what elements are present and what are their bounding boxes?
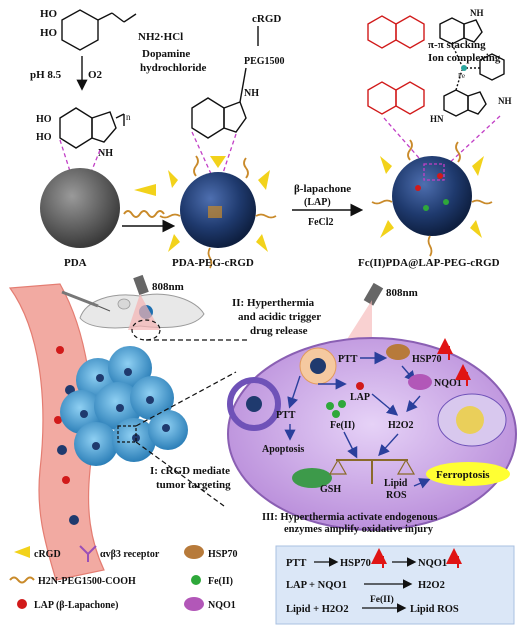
pda-peg-label: PDA-PEG-cRGD (172, 257, 254, 269)
crgd-reagent-icon (134, 184, 156, 196)
stage2-line1: II: Hyperthermia (232, 297, 315, 309)
dopamine-oh-1: HO (40, 8, 58, 20)
legend-fe2-icon (191, 575, 201, 585)
eq1-nqo1: NQO1 (418, 558, 447, 569)
pda-structure: n HO HO NH (36, 107, 131, 199)
lipid-ros-line2: ROS (386, 490, 407, 501)
complex-nh-1: NH (470, 8, 484, 18)
apoptosis-label: Apoptosis (262, 444, 304, 455)
dopamine-molecule: HO HO NH2·HCl Dopamine hydrochloride (40, 8, 207, 74)
eq1-ptt: PTT (286, 558, 306, 569)
tumor-cell (227, 337, 517, 531)
laser-left-label: 808nm (152, 281, 184, 293)
pda-oh-2: HO (36, 132, 52, 143)
nqo1-icon (408, 374, 432, 390)
eq3-left: Lipid + H2O2 (286, 604, 349, 615)
legend-lap: LAP (β-Lapachone) (34, 600, 118, 611)
mitochondria-icon (292, 468, 332, 488)
dopamine-name-1: Dopamine (142, 48, 190, 60)
stage2-line3: drug release (250, 325, 308, 337)
laser-right-label: 808nm (386, 287, 418, 299)
legend-hsp70-icon (184, 545, 204, 559)
nqo1-label: NQO1 (434, 378, 462, 389)
ph-condition: pH 8.5 (30, 69, 62, 81)
laser-device-left-icon (133, 274, 149, 296)
fecl2-reagent: FeCl2 (308, 217, 334, 228)
ptt-label-2: PTT (276, 410, 296, 421)
final-label: Fc(II)PDA@LAP-PEG-cRGD (358, 257, 500, 269)
polymerization-step: pH 8.5 O2 (30, 56, 103, 91)
eq3-catalyst: Fe(II) (370, 594, 394, 605)
lap-abbreviation: (LAP) (304, 197, 331, 208)
legend-crgd-icon (14, 546, 30, 558)
legend-peg-icon (9, 576, 35, 584)
peg-subscript: PEG1500 (244, 56, 285, 67)
stage1-line2: tumor targeting (156, 479, 231, 491)
lap-label: LAP (350, 392, 370, 403)
right-laser: 808nm (344, 282, 418, 348)
syringe-icon (61, 290, 99, 308)
final-particle (371, 139, 493, 257)
pda-peg-structure: PEG1500 cRGD NH (191, 13, 285, 177)
fe-center-icon (461, 65, 467, 71)
eq3-right: Lipid ROS (410, 604, 459, 615)
tumor-cluster (60, 346, 188, 466)
laser-device-right-icon (363, 282, 384, 306)
lap-reagent: β-lapachone (294, 183, 351, 195)
eq2-right: H2O2 (418, 580, 445, 591)
hsp70-icon (386, 344, 410, 360)
dopamine-amine: NH2·HCl (138, 31, 183, 43)
peg-nh: NH (244, 88, 259, 99)
legend-fe2: Fe(II) (208, 576, 233, 587)
pda-n-subscript: n (126, 112, 131, 122)
stage3-line1: III: Hyperthermia activate endogenous (262, 512, 437, 523)
stage3-line2: enzymes amplify oxidative injury (284, 524, 434, 535)
legend: cRGD αvβ3 receptor HSP70 H2N-PEG1500-COO… (9, 545, 237, 611)
ferroptosis-label: Ferroptosis (436, 469, 490, 481)
pda-nh: NH (98, 148, 113, 159)
loading-step: β-lapachone (LAP) FeCl2 (292, 183, 364, 228)
legend-receptor: αvβ3 receptor (100, 549, 160, 560)
hsp70-label: HSP70 (412, 354, 441, 365)
pathway: PTT HSP70 NQO1 LAP Fe(II) H2O2 PTT Apopt… (262, 338, 510, 501)
stage2-line2: and acidic trigger (238, 311, 321, 323)
o2-condition: O2 (88, 69, 103, 81)
legend-receptor-icon (79, 545, 97, 562)
h2o2-label: H2O2 (388, 420, 414, 431)
eq2-left: LAP + NQO1 (286, 580, 347, 591)
eq1-hsp70: HSP70 (340, 558, 371, 569)
stacking-label: π-π stacking (428, 39, 486, 51)
lipid-ros-line1: Lipid (384, 478, 408, 489)
ion-complex-label: Ion complexing (428, 52, 501, 64)
endosome-icon (227, 377, 281, 431)
peg-reagent-icon (123, 210, 165, 218)
complex-fe: Fe (458, 72, 465, 80)
gsh-label: GSH (320, 484, 341, 495)
complex-nh-3: HN (430, 114, 444, 124)
crgd-top-label: cRGD (252, 13, 281, 25)
ferroptosis-badge (426, 462, 510, 486)
pda-core-particle (40, 168, 120, 248)
dopamine-oh-2: HO (40, 27, 58, 39)
fe2-label: Fe(II) (330, 420, 355, 431)
pda-peg-crgd-particle (159, 155, 277, 269)
stage1-line1: I: cRGD mediate (150, 465, 230, 477)
legend-nqo1-icon (184, 597, 204, 611)
complex-nh-2: NH (498, 96, 512, 106)
ptt-label-1: PTT (338, 354, 358, 365)
left-laser: 808nm (128, 274, 184, 330)
legend-nqo1: NQO1 (208, 600, 236, 611)
dna-icon (456, 406, 484, 434)
legend-peg: H2N-PEG1500-COOH (38, 576, 136, 587)
pegylation-step (122, 184, 176, 233)
reaction-box: PTT HSP70 NQO1 LAP + NQO1 H2O2 Lipid + H… (275, 545, 515, 625)
legend-lap-icon (17, 599, 27, 609)
pda-label: PDA (64, 257, 87, 269)
fe-complex-structure: NH NH HN Fe π-π stacking Ion complexing (367, 8, 512, 167)
dopamine-name-2: hydrochloride (140, 62, 207, 74)
legend-hsp70: HSP70 (208, 549, 237, 560)
legend-crgd: cRGD (34, 549, 61, 560)
pda-oh-1: HO (36, 114, 52, 125)
